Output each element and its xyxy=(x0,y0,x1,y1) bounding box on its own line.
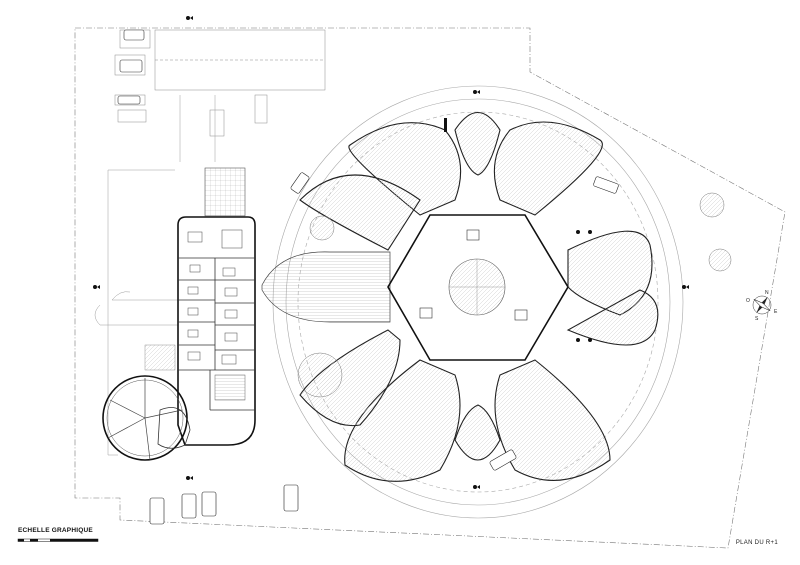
round-pavilion xyxy=(102,375,191,461)
compass-rose: N S E O xyxy=(746,290,778,322)
petal-wings xyxy=(299,112,659,482)
compass-south-label: S xyxy=(755,316,759,322)
central-atrium xyxy=(387,214,569,361)
parked-cars-top xyxy=(117,29,145,105)
vehicles xyxy=(149,172,619,525)
section-markers xyxy=(93,16,689,489)
compass-west-label: O xyxy=(746,298,750,304)
graphic-scale-bar xyxy=(17,538,99,542)
administrative-wing xyxy=(144,167,256,446)
compass-north-label: N xyxy=(765,290,769,296)
courtyards xyxy=(297,192,732,398)
compass-east-label: E xyxy=(774,309,778,315)
sheet-title: PLAN DU R+1 xyxy=(735,540,778,546)
scale-title: ECHELLE GRAPHIQUE xyxy=(18,527,93,534)
connecting-bridge xyxy=(261,251,391,323)
parking-top xyxy=(114,29,326,137)
access-paths xyxy=(94,95,216,456)
site-boundary xyxy=(74,27,786,549)
